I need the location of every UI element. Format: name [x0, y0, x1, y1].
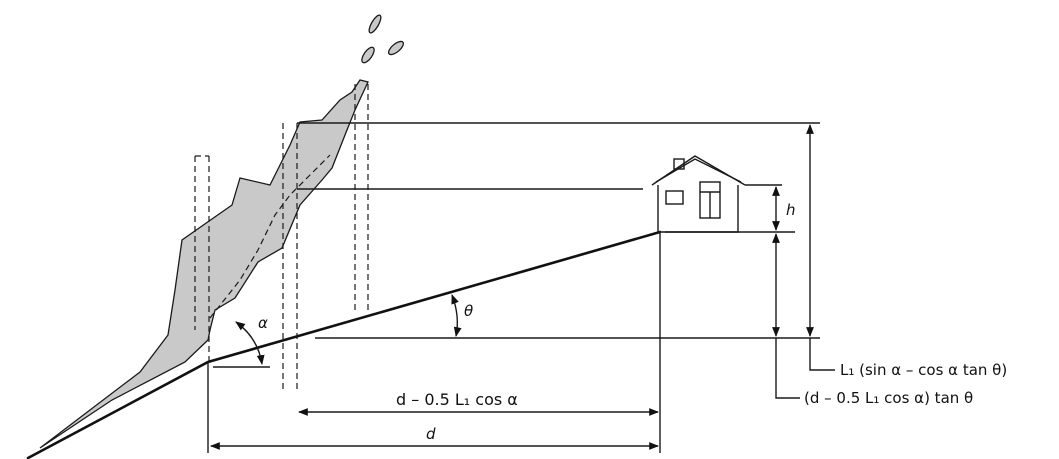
- falling-debris: [361, 14, 405, 64]
- theta-arc: [451, 294, 462, 337]
- theta-label: θ: [464, 302, 473, 320]
- failure-surface: [209, 154, 331, 319]
- alpha-label: α: [258, 314, 268, 332]
- slope-rise-leader: [775, 338, 800, 399]
- dashed-guides: [194, 84, 369, 392]
- reference-lines: [213, 122, 820, 368]
- rock-mass: [39, 79, 369, 449]
- d-label: d: [426, 425, 436, 443]
- debris-fragment: [361, 46, 375, 64]
- d-minus-label: d – 0.5 L₁ cos α: [396, 390, 518, 409]
- house: [651, 155, 746, 233]
- h-label: h: [786, 201, 796, 219]
- slope-rise-label: (d – 0.5 L₁ cos α) tan θ: [804, 389, 973, 407]
- debris-fragment: [368, 14, 382, 34]
- ground-slope: [26, 230, 662, 459]
- rockfall-height-label: L₁ (sin α – cos α tan θ): [840, 361, 1007, 379]
- alpha-arc: [235, 321, 265, 365]
- debris-fragment: [387, 40, 405, 56]
- rockfall-height-leader: [809, 338, 835, 371]
